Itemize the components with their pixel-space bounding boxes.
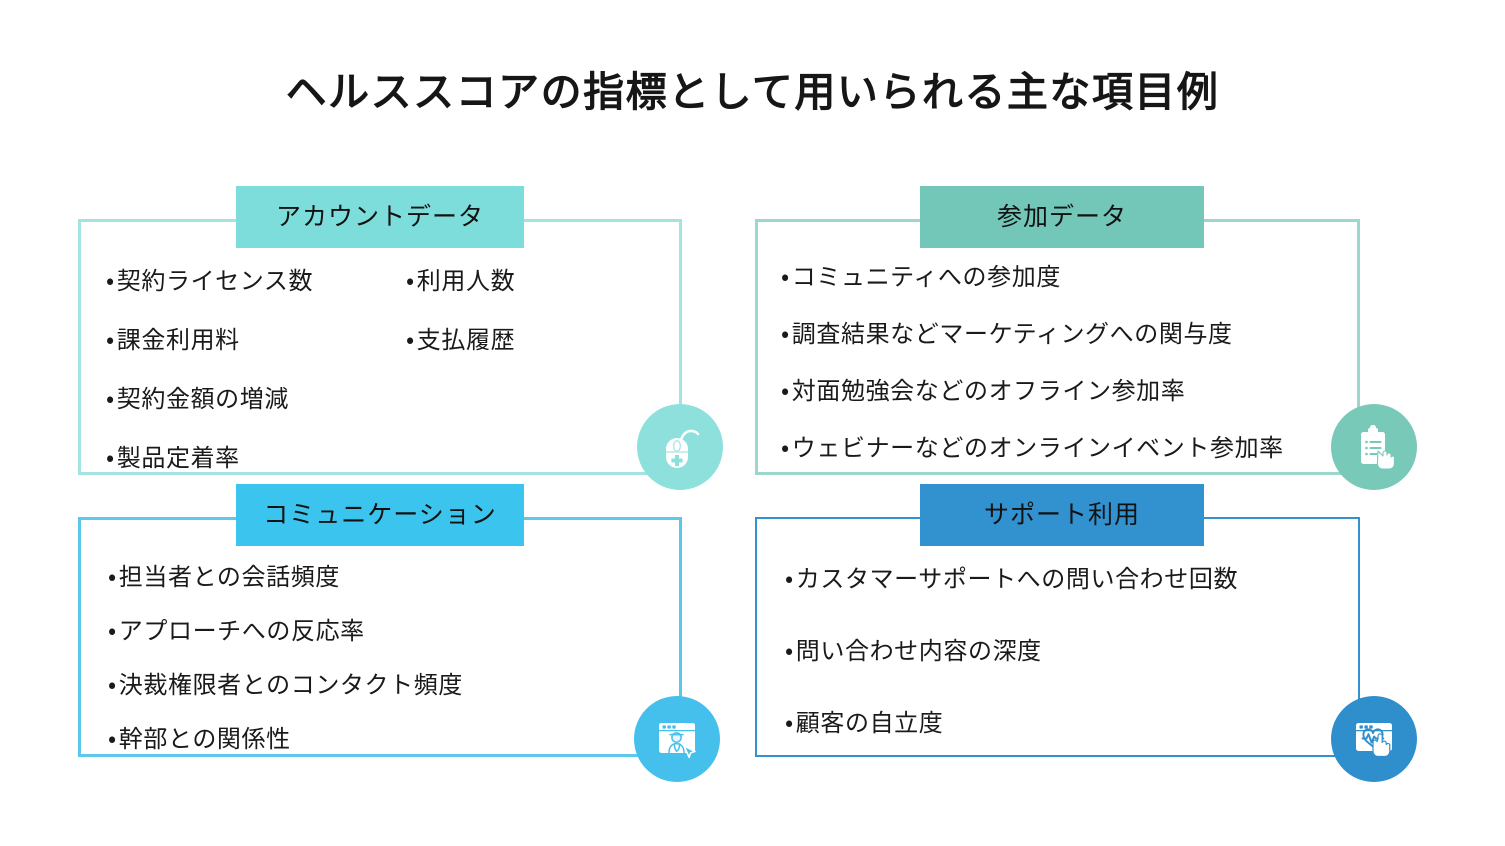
bullet-dot: ・ bbox=[406, 267, 415, 295]
list-item-label: コミュニティへの参加度 bbox=[791, 263, 1061, 291]
panel-account-data: アカウントデータ ・契約ライセンス数 ・課金利用料 ・契約金額の増減 ・製品定着… bbox=[78, 186, 682, 475]
panel-header-communication: コミュニケーション bbox=[236, 484, 524, 546]
bullet-dot: ・ bbox=[106, 267, 115, 295]
list-item: ・カスタマーサポートへの問い合わせ回数 bbox=[785, 559, 1346, 594]
bullet-dot: ・ bbox=[406, 326, 415, 354]
panel-engagement-data: 参加データ ・コミュニティへの参加度 ・調査結果などマーケティングへの関与度 ・… bbox=[755, 186, 1360, 475]
list-item: ・担当者との会話頻度 bbox=[108, 557, 664, 592]
list-item: ・幹部との関係性 bbox=[108, 719, 664, 754]
list-item-label: 対面勉強会などのオフライン参加率 bbox=[791, 377, 1186, 405]
list-item-label: 利用人数 bbox=[416, 267, 516, 295]
list-item-label: 決裁権限者とのコンタクト頻度 bbox=[118, 671, 463, 699]
list-item: ・対面勉強会などのオフライン参加率 bbox=[781, 371, 1346, 406]
bullet-dot: ・ bbox=[785, 637, 794, 665]
bullet-dot: ・ bbox=[781, 263, 790, 291]
bullet-dot: ・ bbox=[785, 565, 794, 593]
list-item: ・決裁権限者とのコンタクト頻度 bbox=[108, 665, 664, 700]
panel-header-account-data: アカウントデータ bbox=[236, 186, 524, 248]
list-item-label: アプローチへの反応率 bbox=[118, 617, 365, 645]
list-item-label: 問い合わせ内容の深度 bbox=[795, 637, 1042, 665]
list-item-label: 契約ライセンス数 bbox=[116, 267, 314, 295]
list-item: ・調査結果などマーケティングへの関与度 bbox=[781, 314, 1346, 349]
mouse-plus-icon bbox=[637, 404, 723, 490]
list-item: ・利用人数 bbox=[406, 261, 515, 296]
panel-items-account-data: ・契約ライセンス数 ・課金利用料 ・契約金額の増減 ・製品定着率 ・利用人数 ・… bbox=[106, 261, 664, 497]
list-item: ・アプローチへの反応率 bbox=[108, 611, 664, 646]
panel-frame bbox=[78, 219, 682, 475]
list-item-label: カスタマーサポートへの問い合わせ回数 bbox=[795, 565, 1239, 593]
bullet-dot: ・ bbox=[106, 444, 115, 472]
item-column-right: ・利用人数 ・支払履歴 bbox=[406, 261, 515, 497]
list-item: ・製品定着率 bbox=[106, 438, 406, 473]
list-item: ・支払履歴 bbox=[406, 320, 515, 355]
list-item: ・課金利用料 bbox=[106, 320, 406, 355]
panel-header-support-usage: サポート利用 bbox=[920, 484, 1204, 546]
clipboard-hand-icon bbox=[1331, 404, 1417, 490]
bullet-dot: ・ bbox=[781, 434, 790, 462]
list-item-label: 幹部との関係性 bbox=[118, 725, 291, 753]
item-column-left: ・契約ライセンス数 ・課金利用料 ・契約金額の増減 ・製品定着率 bbox=[106, 261, 406, 497]
list-item-label: 課金利用料 bbox=[116, 326, 240, 354]
panel-frame bbox=[755, 517, 1360, 757]
bullet-dot: ・ bbox=[108, 725, 117, 753]
list-item: ・問い合わせ内容の深度 bbox=[785, 631, 1346, 666]
list-item-label: 担当者との会話頻度 bbox=[118, 563, 340, 591]
panel-frame bbox=[755, 219, 1360, 475]
panel-header-engagement-data: 参加データ bbox=[920, 186, 1204, 248]
list-item: ・コミュニティへの参加度 bbox=[781, 257, 1346, 292]
panel-items-engagement-data: ・コミュニティへの参加度 ・調査結果などマーケティングへの関与度 ・対面勉強会な… bbox=[781, 257, 1346, 485]
list-item: ・契約金額の増減 bbox=[106, 379, 406, 414]
bullet-dot: ・ bbox=[106, 385, 115, 413]
bullet-dot: ・ bbox=[106, 326, 115, 354]
bullet-dot: ・ bbox=[108, 671, 117, 699]
panel-items-communication: ・担当者との会話頻度 ・アプローチへの反応率 ・決裁権限者とのコンタクト頻度 ・… bbox=[108, 557, 664, 773]
page-title: ヘルススコアの指標として用いられる主な項目例 bbox=[285, 68, 1220, 116]
panel-items-support-usage: ・カスタマーサポートへの問い合わせ回数 ・問い合わせ内容の深度 ・顧客の自立度 bbox=[785, 559, 1346, 775]
list-item-label: 製品定着率 bbox=[116, 444, 240, 472]
list-item-label: 支払履歴 bbox=[416, 326, 516, 354]
list-item: ・ウェビナーなどのオンラインイベント参加率 bbox=[781, 428, 1346, 463]
bullet-dot: ・ bbox=[785, 709, 794, 737]
list-item: ・顧客の自立度 bbox=[785, 703, 1346, 738]
browser-heartbeat-hand-icon bbox=[1331, 696, 1417, 782]
bullet-dot: ・ bbox=[108, 563, 117, 591]
list-item-label: ウェビナーなどのオンラインイベント参加率 bbox=[791, 434, 1284, 462]
list-item-label: 契約金額の増減 bbox=[116, 385, 289, 413]
list-item-label: 調査結果などマーケティングへの関与度 bbox=[791, 320, 1233, 348]
bullet-dot: ・ bbox=[108, 617, 117, 645]
bullet-dot: ・ bbox=[781, 320, 790, 348]
browser-person-cursor-icon bbox=[634, 696, 720, 782]
list-item: ・契約ライセンス数 bbox=[106, 261, 406, 296]
bullet-dot: ・ bbox=[781, 377, 790, 405]
list-item-label: 顧客の自立度 bbox=[795, 709, 944, 737]
panel-support-usage: サポート利用 ・カスタマーサポートへの問い合わせ回数 ・問い合わせ内容の深度 ・… bbox=[755, 484, 1360, 757]
panel-communication: コミュニケーション ・担当者との会話頻度 ・アプローチへの反応率 ・決裁権限者と… bbox=[78, 484, 682, 757]
